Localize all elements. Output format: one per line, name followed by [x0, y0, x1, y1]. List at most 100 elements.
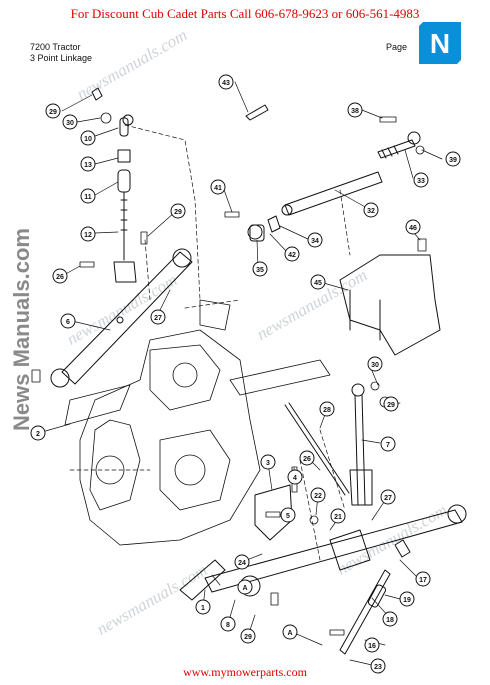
svg-text:29: 29	[244, 634, 252, 641]
callout-13: 13	[80, 156, 96, 172]
svg-text:29: 29	[387, 402, 395, 409]
callout-8: 8	[220, 616, 236, 632]
svg-text:35: 35	[256, 267, 264, 274]
svg-text:18: 18	[386, 617, 394, 624]
svg-text:42: 42	[288, 252, 296, 259]
footer-url[interactable]: www.mymowerparts.com	[183, 665, 307, 679]
tractor-rear-housing	[64, 299, 331, 546]
callout-21: 21	[330, 508, 346, 524]
callout-19: 19	[399, 591, 415, 607]
svg-text:6: 6	[66, 319, 70, 326]
svg-text:27: 27	[154, 315, 162, 322]
svg-text:28: 28	[323, 407, 331, 414]
reference-lines	[69, 124, 351, 561]
section-label: 3 Point Linkage	[30, 53, 93, 63]
callout-27: 27	[380, 489, 396, 505]
callout-16: 16	[364, 637, 380, 653]
callout-3: 3	[260, 454, 276, 470]
svg-text:32: 32	[367, 208, 375, 215]
svg-text:10: 10	[84, 136, 92, 143]
svg-text:5: 5	[286, 513, 290, 520]
callout-28: 28	[319, 401, 335, 417]
part-10-top-stud	[91, 87, 134, 137]
part-45-cover-plate	[339, 254, 441, 356]
callout-22: 22	[310, 487, 326, 503]
svg-text:29: 29	[49, 109, 57, 116]
part-33-turnbuckle	[377, 131, 421, 159]
callout-a: A	[237, 579, 253, 595]
svg-text:13: 13	[84, 162, 92, 169]
callout-6: 6	[60, 313, 76, 329]
callout-4: 4	[287, 469, 303, 485]
part-6-lift-arm	[61, 251, 193, 385]
svg-text:26: 26	[56, 274, 64, 281]
callout-17: 17	[415, 571, 431, 587]
part-35-pivot	[247, 215, 281, 242]
callout-7: 7	[380, 436, 396, 452]
svg-text:12: 12	[84, 232, 92, 239]
svg-text:1: 1	[201, 605, 205, 612]
svg-text:4: 4	[293, 475, 297, 482]
callout-35: 35	[252, 261, 268, 277]
part-16-18-lower-link	[339, 539, 411, 655]
callout-34: 34	[307, 232, 323, 248]
callout-23: 23	[370, 658, 386, 674]
logo-badge-icon: N	[419, 22, 461, 64]
svg-text:29: 29	[174, 209, 182, 216]
callout-29: 29	[170, 203, 186, 219]
svg-text:3: 3	[266, 460, 270, 467]
callout-5: 5	[280, 507, 296, 523]
svg-text:38: 38	[351, 108, 359, 115]
callout-2: 2	[30, 425, 46, 441]
svg-text:30: 30	[371, 362, 379, 369]
callout-26: 26	[299, 450, 315, 466]
discount-banner: For Discount Cub Cadet Parts Call 606-67…	[70, 6, 420, 21]
callout-1: 1	[195, 599, 211, 615]
callout-27: 27	[150, 309, 166, 325]
svg-text:41: 41	[214, 185, 222, 192]
svg-text:21: 21	[334, 514, 342, 521]
part-43-clip	[245, 104, 269, 121]
logo-letter: N	[430, 28, 450, 59]
svg-text:27: 27	[384, 495, 392, 502]
callout-32: 32	[363, 202, 379, 218]
callout-a: A	[282, 624, 298, 640]
callout-45: 45	[310, 274, 326, 290]
svg-text:45: 45	[314, 280, 322, 287]
callout-29: 29	[45, 103, 61, 119]
page-label: Page	[386, 42, 408, 52]
callout-38: 38	[347, 102, 363, 118]
news-manuals-logo: N	[419, 22, 461, 64]
callout-46: 46	[405, 219, 421, 235]
callout-43: 43	[218, 74, 234, 90]
callout-24: 24	[234, 554, 250, 570]
callout-26: 26	[52, 268, 68, 284]
callout-30: 30	[367, 356, 383, 372]
svg-text:A: A	[287, 630, 292, 637]
svg-text:33: 33	[417, 178, 425, 185]
model-label: 7200 Tractor	[30, 42, 81, 52]
svg-text:23: 23	[374, 664, 382, 671]
svg-text:22: 22	[314, 493, 322, 500]
callout-42: 42	[284, 246, 300, 262]
callout-33: 33	[413, 172, 429, 188]
svg-text:30: 30	[66, 120, 74, 127]
part-3-bracket	[254, 484, 293, 541]
callout-18: 18	[382, 611, 398, 627]
svg-text:39: 39	[449, 157, 457, 164]
part-7-lift-link	[349, 383, 373, 506]
svg-text:17: 17	[419, 577, 427, 584]
svg-text:26: 26	[303, 456, 311, 463]
callout-30: 30	[62, 114, 78, 130]
svg-text:A: A	[242, 585, 247, 592]
svg-text:11: 11	[84, 194, 92, 201]
svg-text:7: 7	[386, 442, 390, 449]
callout-12: 12	[80, 226, 96, 242]
part-11-12-lift-rod	[113, 149, 137, 283]
callout-41: 41	[210, 179, 226, 195]
part-32-rockshaft	[281, 171, 383, 216]
svg-text:24: 24	[238, 560, 246, 567]
callout-29: 29	[383, 396, 399, 412]
part-28-rod	[284, 404, 346, 496]
svg-text:34: 34	[311, 238, 319, 245]
